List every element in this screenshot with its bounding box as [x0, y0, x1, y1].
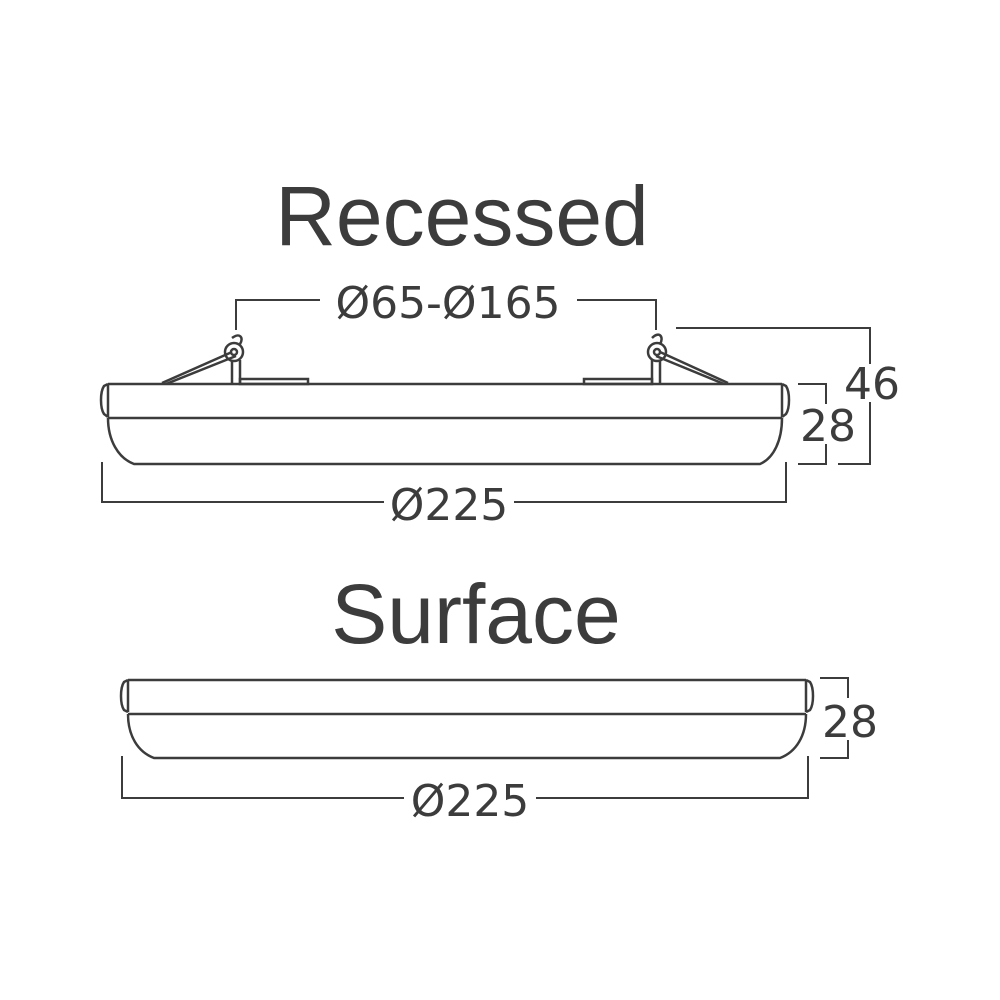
cutout-diameter-label: Ø65-Ø165 [335, 278, 560, 329]
cutout-dimension-line [235, 299, 657, 330]
left-spring-clip [161, 334, 310, 386]
surface-title: Surface [331, 567, 621, 661]
surface-body-height-dimension [820, 677, 849, 759]
recessed-title: Recessed [275, 169, 649, 263]
recessed-total-height-label: 46 [844, 359, 900, 410]
recessed-diameter-dimension [101, 462, 787, 503]
surface-diameter-label: Ø225 [411, 776, 530, 827]
surface-diameter-dimension [121, 756, 809, 799]
recessed-fixture-body [99, 382, 791, 466]
surface-body-height-label: 28 [822, 697, 878, 748]
recessed-total-height-dimension [676, 327, 871, 465]
recessed-body-height-label: 28 [800, 401, 856, 452]
recessed-body-height-dimension [798, 383, 827, 465]
recessed-diameter-label: Ø225 [390, 480, 509, 531]
surface-fixture-body [119, 678, 815, 760]
right-spring-clip [582, 333, 729, 386]
